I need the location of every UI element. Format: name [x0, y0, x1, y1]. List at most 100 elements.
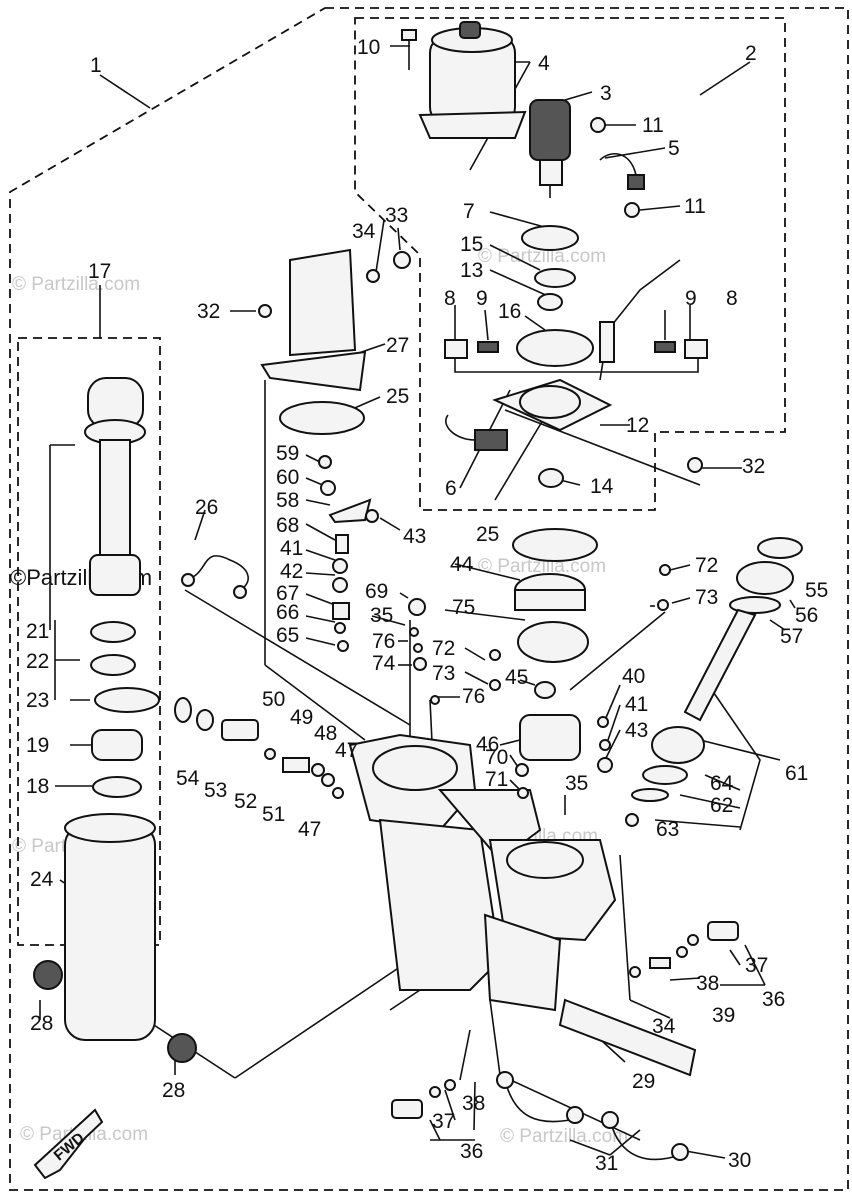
pipe-30-fitting-b: [671, 1143, 689, 1161]
magnet-8a: [444, 339, 468, 359]
clip-54: [174, 697, 192, 723]
callout-33: 33: [385, 204, 408, 227]
o-ring-37a: [687, 934, 699, 946]
o-ring-16: [516, 329, 594, 367]
screw-63: [625, 813, 639, 827]
callout-14: 14: [590, 475, 614, 498]
pipe-26-fitting-b: [233, 585, 247, 599]
callout-25b: 25: [476, 523, 499, 546]
screw-72b: [489, 649, 501, 661]
callout-50: 50: [262, 688, 285, 711]
callout-5: 5: [668, 137, 680, 160]
callout-60: 60: [276, 466, 299, 489]
callout-51: 51: [262, 803, 285, 826]
callout-38a: 38: [696, 972, 719, 995]
seal-44-body: [514, 589, 586, 611]
callout-34b: 34: [652, 1015, 676, 1038]
callout-59: 59: [276, 442, 299, 465]
callout-26: 26: [195, 496, 218, 519]
o-ring-35: [409, 627, 419, 637]
callout-37a: 37: [745, 954, 768, 977]
pipe-30-fitting-a: [601, 1111, 619, 1129]
screw-43: [365, 509, 379, 523]
callout-64: 64: [710, 772, 734, 795]
callout-61: 61: [785, 762, 808, 785]
fwd-arrow-icon: [33, 1108, 104, 1180]
callout-74: 74: [372, 652, 396, 675]
callout-22: 22: [26, 650, 49, 673]
armature: [529, 99, 571, 161]
callout-76a: 76: [372, 630, 395, 653]
o-ring-65: [337, 640, 349, 652]
callout-41a: 41: [280, 537, 303, 560]
callout-36b: 36: [460, 1140, 483, 1163]
valve-36b: [391, 1099, 423, 1119]
cylinder-24: [64, 824, 156, 1041]
ball-48: [321, 773, 335, 787]
watermark-text: © Partzilla.com: [500, 1126, 628, 1147]
bolt-10: [401, 29, 417, 41]
callout-67: 67: [276, 582, 299, 605]
callout-72a: 72: [695, 554, 718, 577]
callout-28b: 28: [162, 1079, 185, 1102]
callout-37b: 37: [432, 1110, 455, 1133]
pump-body: [378, 818, 502, 991]
spring-68: [335, 534, 349, 554]
pipe-31-fitting-b: [566, 1106, 584, 1124]
watermark-text: © Partzilla.com: [478, 246, 606, 267]
callout-58: 58: [276, 489, 299, 512]
lead-wire: [599, 321, 615, 363]
valve-66: [332, 602, 350, 620]
callout-38b: 38: [462, 1092, 485, 1115]
callout-34a: 34: [352, 220, 376, 243]
bolt-28a: [33, 960, 63, 990]
washer-60: [320, 480, 336, 496]
callout-21: 21: [26, 620, 49, 643]
callout-11b: 11: [684, 195, 706, 218]
callout-71: 71: [485, 768, 508, 791]
callout-63: 63: [656, 818, 679, 841]
ring-64: [642, 765, 688, 785]
callout-31: 31: [595, 1152, 618, 1175]
o-ring-18: [92, 776, 142, 798]
callout-52: 52: [234, 790, 257, 813]
motor-base-flange: [418, 110, 527, 139]
o-ring-34b: [629, 966, 641, 978]
callout-49: 49: [290, 706, 313, 729]
callout-73a: 73: [695, 586, 718, 609]
cap-19: [91, 729, 143, 761]
callout-39: 39: [712, 1004, 735, 1027]
callout-8a: 8: [444, 287, 456, 310]
spring-49: [311, 763, 325, 777]
callout-28a: 28: [30, 1012, 53, 1035]
bolt-32b: [687, 457, 703, 473]
callout-68: 68: [276, 514, 299, 537]
screw-11a: [590, 117, 606, 133]
pipe-26-fitting-a: [181, 573, 195, 587]
callout-66: 66: [276, 601, 299, 624]
callout-6: 6: [445, 477, 457, 500]
callout-9a: 9: [476, 287, 488, 310]
magnet-8b: [684, 339, 708, 359]
armature-commutator: [539, 159, 563, 186]
callout-62: 62: [710, 794, 733, 817]
washer-73b: [489, 679, 501, 691]
callout-9b: 9: [685, 287, 697, 310]
callout-70: 70: [485, 746, 508, 769]
callout-55: 55: [805, 579, 828, 602]
callout-18: 18: [26, 775, 49, 798]
pipe-31-fitting-a: [496, 1071, 514, 1089]
pin-39: [649, 957, 671, 969]
spring-9a: [477, 341, 499, 353]
callout-27: 27: [386, 334, 409, 357]
piston-61: [651, 726, 705, 764]
brush-holder-6: [474, 429, 508, 451]
ball-42: [332, 558, 348, 574]
callout-72b: 72: [432, 637, 455, 660]
group-outlines: [9, 7, 849, 1191]
callout-56: 56: [795, 604, 818, 627]
backup-ring-23: [94, 687, 160, 713]
plug-69: [408, 598, 426, 616]
watermark-text: © Partzilla.com: [12, 274, 140, 295]
piston-rod: [99, 439, 131, 561]
